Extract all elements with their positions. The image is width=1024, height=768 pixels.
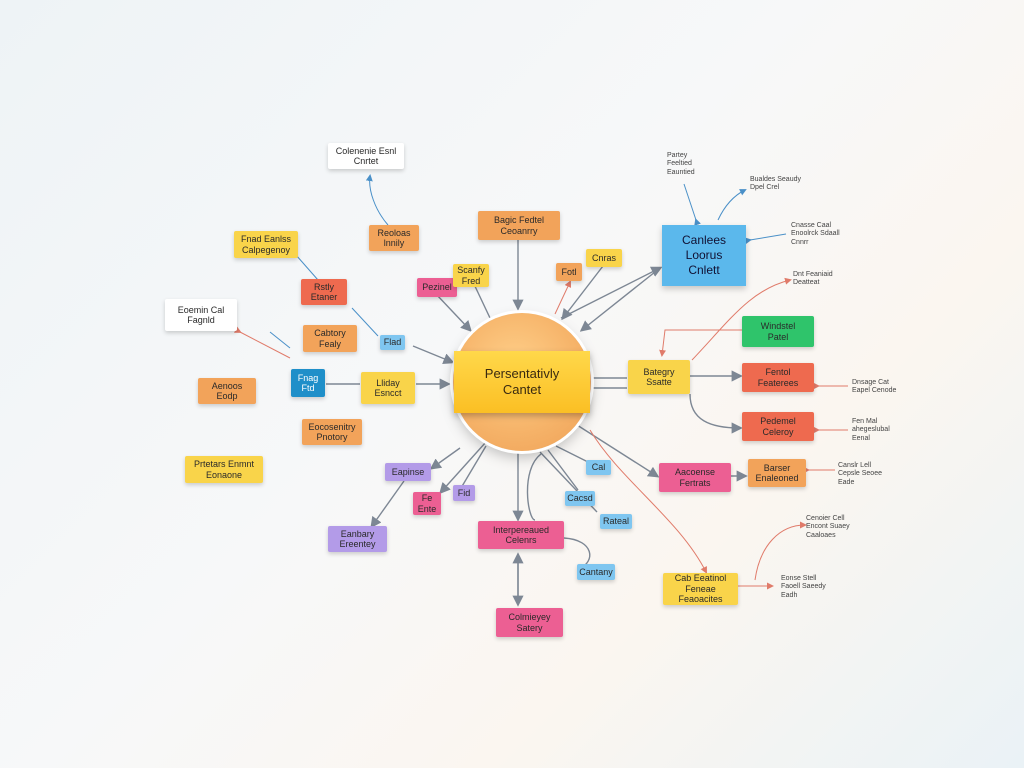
node-eomn[interactable]: Eoemin Cal Fagnld	[165, 299, 237, 331]
connector	[691, 277, 792, 361]
connector	[547, 449, 579, 491]
connector	[295, 254, 319, 281]
note-eonse: Eonse Stell Faoell Saeedy Eadh	[781, 575, 826, 599]
node-ftag[interactable]: Fnag Ftd	[291, 369, 325, 397]
note-cencier: Cenoier Cell Encont Suaey Caaloaes	[806, 515, 850, 539]
connector	[561, 265, 604, 321]
node-fid[interactable]: Fid	[453, 485, 475, 501]
node-cal[interactable]: Cal	[586, 460, 611, 475]
connector	[744, 233, 787, 245]
node-barser[interactable]: Barser Enaleoned	[748, 459, 806, 487]
node-fnad[interactable]: Fnad Eanlss Calpegenoy	[234, 231, 298, 258]
node-cantany[interactable]: Cantany	[577, 564, 615, 580]
node-bategy[interactable]: Bategry Ssatte	[628, 360, 690, 394]
main-branch-node[interactable]: Canlees Loorus Cnlett	[662, 225, 746, 286]
connector	[579, 267, 661, 332]
connector	[412, 345, 455, 364]
note-canslr: Canslr Lell Cepsle Seoee Eade	[838, 462, 882, 486]
connector	[472, 281, 491, 319]
connector	[370, 480, 405, 529]
node-ecosenity[interactable]: Eocosenitry Pnotory	[302, 419, 362, 445]
node-cnras[interactable]: Cnras	[586, 249, 622, 267]
node-hiday[interactable]: Lliday Esncct	[361, 372, 415, 404]
node-cantory[interactable]: Cabtory Fealy	[303, 325, 357, 352]
node-eapinse[interactable]: Eapinse	[385, 463, 431, 481]
note-bualdes: Bualdes Seaudy Dpel Crel	[750, 176, 801, 192]
note-topright: Partey Feeltied Eauntied	[667, 152, 695, 176]
node-ratial[interactable]: Rateal	[600, 514, 632, 529]
connector	[233, 326, 291, 359]
connector	[429, 447, 461, 470]
connector	[659, 329, 742, 357]
connector	[439, 441, 487, 495]
note-dnsage: Dnsage Cat Eapel Cenode	[852, 379, 897, 395]
node-ascocse[interactable]: Aacoense Fertrats	[659, 463, 731, 492]
node-prater[interactable]: Prtetars Enmnt Eonaone	[185, 456, 263, 483]
node-cacsd[interactable]: Cacsd	[565, 491, 595, 506]
node-redoas[interactable]: Reoloas lnnily	[369, 225, 419, 251]
connector	[754, 521, 807, 581]
node-fotl[interactable]: Fotl	[556, 263, 582, 281]
node-eanbary[interactable]: Eanbary Ereentey	[328, 526, 387, 552]
connector	[554, 280, 572, 315]
connector	[460, 445, 487, 489]
connector	[365, 174, 389, 226]
node-rstly[interactable]: Rstly Etaner	[301, 279, 347, 305]
node-top-white[interactable]: Colenenie Esnl Cnrtet	[328, 143, 404, 169]
node-pezinel[interactable]: Pezinel	[417, 278, 457, 297]
connector	[269, 331, 291, 349]
node-colmieyey[interactable]: Colmieyey Satery	[496, 608, 563, 637]
node-bage[interactable]: Bagic Fedtel Ceoanrry	[478, 211, 560, 240]
node-scanfy[interactable]: Scanfy Fred	[453, 264, 489, 287]
node-fentol[interactable]: Fentol Featerees	[742, 363, 814, 392]
connector	[555, 445, 589, 463]
connector	[717, 189, 747, 221]
central-topic-label[interactable]: Persentativly Cantet	[454, 351, 590, 413]
connector	[683, 183, 701, 226]
connector	[526, 453, 542, 521]
node-interperedned[interactable]: Interpereaued Celenrs	[478, 521, 564, 549]
connector	[576, 424, 660, 478]
connector	[435, 293, 472, 333]
connector	[589, 429, 707, 574]
node-fe[interactable]: Fe Ente	[413, 492, 441, 515]
node-flad[interactable]: Flad	[380, 335, 405, 350]
connector	[351, 307, 379, 337]
node-cab[interactable]: Cab Eeatinol Feneae Feaoacites	[663, 573, 738, 605]
note-fen: Fen Mal ahegeslubal Eenal	[852, 418, 890, 442]
node-pedemel[interactable]: Pedemel Celeroy	[742, 412, 814, 441]
note-dnt: Dnt Feaniaid Deatteat	[793, 271, 833, 287]
connector	[560, 266, 663, 319]
connector	[689, 393, 743, 434]
node-windstel[interactable]: Windstel Patel	[742, 316, 814, 347]
node-aeccoe[interactable]: Aenoos Eodp	[198, 378, 256, 404]
note-cnasse: Cnasse Caal Enoolrck Sdaall Cnnrr	[791, 222, 840, 246]
